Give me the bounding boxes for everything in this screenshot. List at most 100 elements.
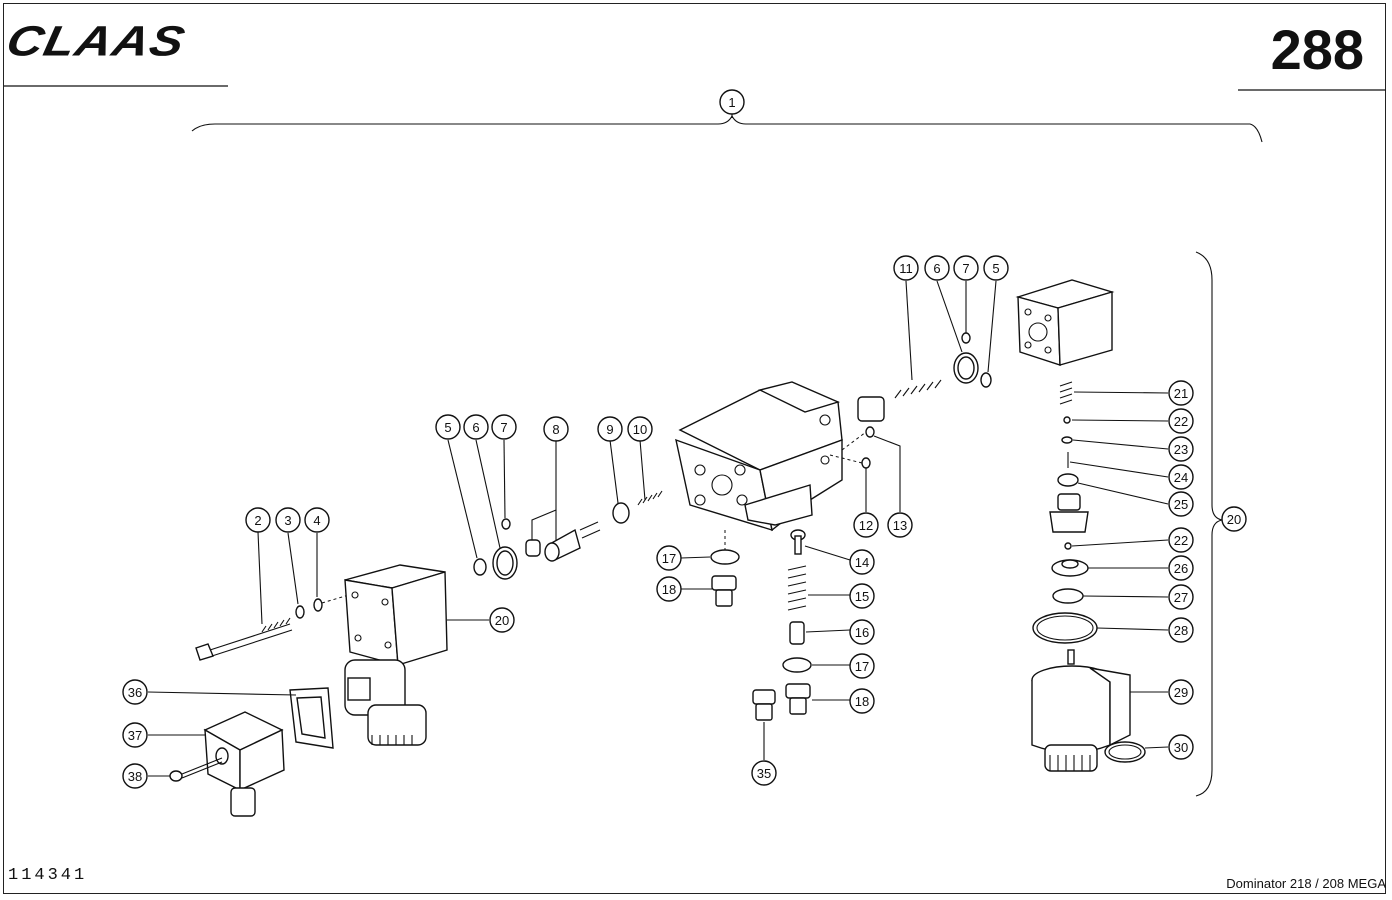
seal-ring-part-7b: [961, 332, 971, 344]
assembly-brace-right: [1195, 251, 1223, 797]
callout-label: 1: [728, 95, 735, 110]
callout-label: 20: [1227, 512, 1241, 527]
callout-label: 6: [933, 261, 940, 276]
callout-24: 24: [1168, 464, 1194, 490]
callout-15: 15: [849, 583, 875, 609]
seal-part-17b: [782, 657, 812, 673]
callout-6: 6: [463, 414, 489, 440]
piston-part-16: [789, 621, 805, 645]
callout-27: 27: [1168, 584, 1194, 610]
callout-label: 7: [962, 261, 969, 276]
callout-label: 5: [444, 420, 451, 435]
callout-label: 21: [1174, 386, 1188, 401]
assembly-brace-top: [191, 114, 1263, 143]
plug-part-13: [865, 426, 875, 438]
spring-part-21: [1059, 381, 1073, 405]
callout-label: 36: [128, 685, 142, 700]
bolt-part: [195, 617, 293, 661]
callout-25: 25: [1168, 491, 1194, 517]
callout-label: 14: [855, 555, 869, 570]
callout-label: 10: [633, 422, 647, 437]
callout-3: 3: [275, 507, 301, 533]
callout-2: 2: [245, 507, 271, 533]
seal-part-25: [1057, 473, 1079, 487]
callout-4: 4: [304, 507, 330, 533]
seal-ring-part-7: [501, 518, 511, 530]
spring-part-15: [787, 565, 807, 611]
ring-part-9: [612, 502, 630, 524]
callout-37: 37: [122, 722, 148, 748]
valve-seat-part: [1049, 493, 1089, 533]
callout-label: 4: [313, 513, 320, 528]
callout-18: 18: [656, 576, 682, 602]
coil-part-29: [1031, 649, 1131, 772]
callout-20: 20: [489, 607, 515, 633]
callout-label: 5: [992, 261, 999, 276]
callout-label: 26: [1174, 561, 1188, 576]
callout-20: 20: [1221, 506, 1247, 532]
seal-part-27: [1052, 588, 1084, 604]
callout-26: 26: [1168, 555, 1194, 581]
callout-label: 16: [855, 625, 869, 640]
callout-17: 17: [656, 545, 682, 571]
ring-part-23: [1061, 436, 1073, 444]
seal-part-28: [1032, 612, 1098, 644]
fitting-part-35: [752, 689, 776, 721]
connector-plug-part: [203, 711, 285, 817]
callout-7: 7: [953, 255, 979, 281]
model-label: Dominator 218 / 208 MEGA: [1226, 876, 1386, 891]
callout-10: 10: [627, 416, 653, 442]
valve-block-part: [675, 381, 843, 532]
callout-22: 22: [1168, 408, 1194, 434]
solenoid-left-part: [344, 564, 448, 746]
callout-8: 8: [543, 416, 569, 442]
callout-11: 11: [893, 255, 919, 281]
callout-36: 36: [122, 679, 148, 705]
washer-part-3: [295, 605, 305, 619]
callout-21: 21: [1168, 380, 1194, 406]
callout-1: 1: [719, 89, 745, 115]
fitting-part-18b: [785, 683, 811, 715]
plug-part-12: [861, 457, 871, 469]
callout-label: 7: [500, 420, 507, 435]
callout-label: 15: [855, 589, 869, 604]
callout-29: 29: [1168, 679, 1194, 705]
callout-16: 16: [849, 619, 875, 645]
callout-label: 9: [606, 422, 613, 437]
gasket-part: [289, 687, 334, 749]
callout-label: 20: [495, 613, 509, 628]
sheet-frame: [3, 3, 1386, 894]
callout-23: 23: [1168, 436, 1194, 462]
screw-part-14: [790, 529, 806, 555]
callout-7: 7: [491, 414, 517, 440]
callout-label: 18: [662, 582, 676, 597]
callout-30: 30: [1168, 734, 1194, 760]
spring-part-11: [894, 379, 942, 399]
callout-label: 11: [899, 261, 913, 276]
callout-label: 17: [662, 551, 676, 566]
callout-label: 8: [552, 422, 559, 437]
callout-label: 18: [855, 694, 869, 709]
spring-part-10: [637, 490, 663, 506]
ball-part-22b: [1064, 542, 1072, 550]
callout-5: 5: [435, 414, 461, 440]
callout-label: 17: [855, 659, 869, 674]
callout-18: 18: [849, 688, 875, 714]
callout-label: 37: [128, 728, 142, 743]
callout-label: 3: [284, 513, 291, 528]
callout-label: 30: [1174, 740, 1188, 755]
callout-22: 22: [1168, 527, 1194, 553]
callout-35: 35: [751, 760, 777, 786]
callout-label: 2: [254, 513, 261, 528]
callout-label: 27: [1174, 590, 1188, 605]
callout-28: 28: [1168, 617, 1194, 643]
callout-label: 29: [1174, 685, 1188, 700]
callout-5: 5: [983, 255, 1009, 281]
seal-part-17a: [710, 549, 740, 565]
callout-label: 38: [128, 769, 142, 784]
callout-label: 23: [1174, 442, 1188, 457]
callout-14: 14: [849, 549, 875, 575]
coil-housing-part: [1015, 279, 1115, 366]
